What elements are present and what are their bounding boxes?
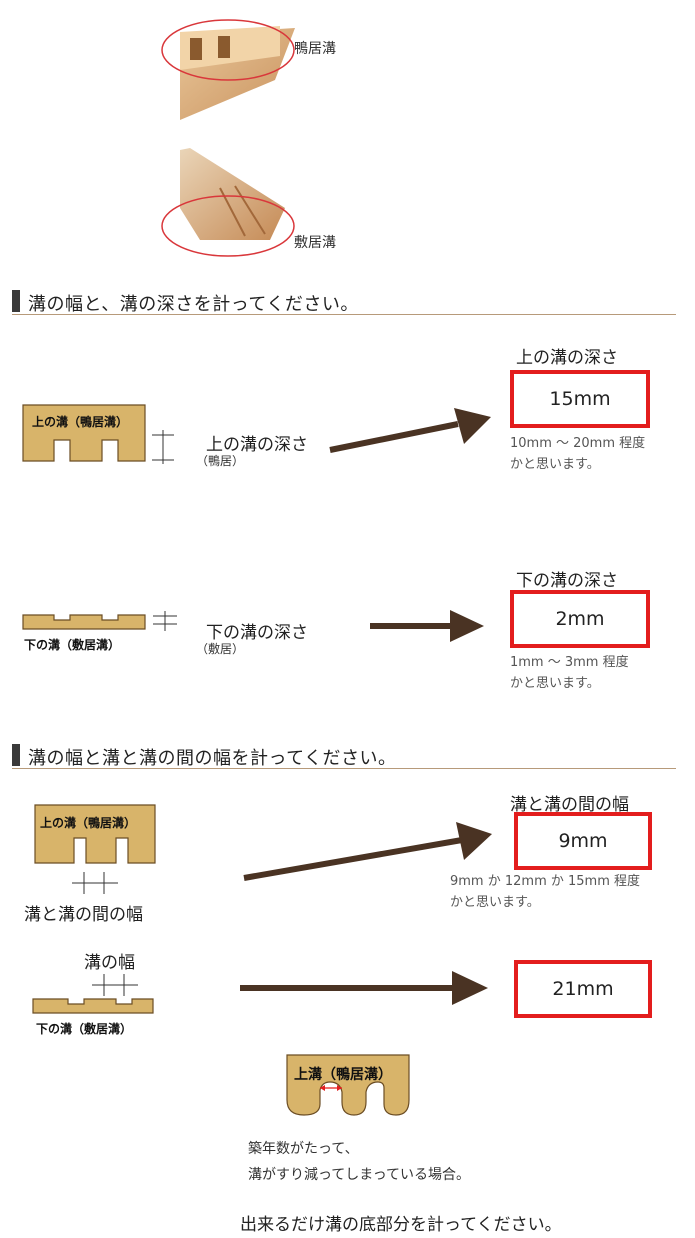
between-width-result-box: 9mm (514, 812, 652, 870)
worn-note: 築年数がたって、 溝がすり減ってしまっている場合。 (248, 1136, 470, 1188)
lower-result-heading: 下の溝の深さ (516, 571, 618, 591)
between-width-hint-line1: 9mm か 12mm か 15mm 程度 (450, 874, 640, 889)
lower-rail-photo-label: 敷居溝 (294, 235, 336, 251)
between-width-label: 溝と溝の間の幅 (24, 905, 143, 925)
upper-depth-result-value: 15mm (549, 388, 611, 410)
upper-depth-label: 上の溝の深さ (206, 435, 308, 455)
between-width-hint-line2: かと思います。 (450, 895, 540, 910)
between-groove-profile-label: 上の溝（鴨居溝） (40, 816, 137, 830)
upper-result-heading: 上の溝の深さ (516, 348, 618, 368)
between-width-arrow (243, 822, 492, 881)
groove-width-result-box: 21mm (514, 960, 652, 1018)
upper-groove-profile (22, 404, 146, 462)
lower-depth-hint-line2: かと思います。 (510, 676, 600, 691)
upper-rail-photo (161, 19, 295, 120)
upper-depth-marker (152, 430, 174, 464)
worn-instruction: 出来るだけ溝の底部分を計ってください。 (240, 1215, 562, 1235)
between-groove-profile (34, 804, 156, 864)
upper-rail-photo-label: 鴨居溝 (294, 41, 336, 57)
lower-groove-profile-label: 下の溝（敷居溝） (24, 638, 121, 652)
between-width-result-value: 9mm (558, 830, 608, 852)
worn-note-line2: 溝がすり減ってしまっている場合。 (248, 1167, 471, 1183)
lower-depth-sublabel: （敷居） (196, 642, 245, 656)
lower-depth-arrow (370, 610, 484, 642)
section2-rule (12, 768, 676, 769)
lower-groove-profile-2-label: 下の溝（敷居溝） (36, 1022, 133, 1036)
lower-groove-profile (22, 614, 146, 630)
worn-note-line1: 築年数がたって、 (248, 1141, 359, 1157)
section1-rule (12, 314, 676, 315)
section1-bar (12, 290, 20, 312)
upper-depth-hint-line1: 10mm ～ 20mm 程度 (510, 436, 646, 451)
upper-depth-hint: 10mm ～ 20mm 程度 かと思います。 (510, 433, 645, 475)
between-width-hint: 9mm か 12mm か 15mm 程度 かと思います。 (450, 871, 640, 913)
upper-depth-result-box: 15mm (510, 370, 650, 428)
upper-groove-profile-label: 上の溝（鴨居溝） (32, 415, 129, 429)
worn-groove-profile-label: 上溝（鴨居溝） (294, 1067, 392, 1083)
section2-bar (12, 744, 20, 766)
upper-depth-hint-line2: かと思います。 (510, 457, 600, 472)
lower-depth-hint-line1: 1mm ～ 3mm 程度 (510, 655, 629, 670)
lower-rail-photo (161, 148, 295, 257)
lower-depth-marker (153, 611, 177, 631)
lower-groove-profile-2 (32, 998, 154, 1014)
between-result-heading: 溝と溝の間の幅 (510, 795, 629, 815)
lower-depth-hint: 1mm ～ 3mm 程度 かと思います。 (510, 652, 629, 694)
upper-depth-sublabel: （鴨居） (196, 454, 245, 468)
groove-width-result-value: 21mm (552, 978, 614, 1000)
section2-title: 溝の幅と溝と溝の間の幅を計ってください。 (28, 748, 397, 769)
lower-depth-label: 下の溝の深さ (206, 623, 308, 643)
groove-width-label: 溝の幅 (84, 953, 135, 973)
worn-groove-profile (286, 1054, 410, 1116)
between-width-marker (72, 872, 118, 894)
section1-title: 溝の幅と、溝の深さを計ってください。 (28, 294, 359, 315)
upper-depth-arrow (329, 408, 491, 453)
groove-width-arrow (240, 971, 488, 1005)
groove-width-marker (92, 974, 138, 996)
lower-depth-result-box: 2mm (510, 590, 650, 648)
lower-depth-result-value: 2mm (555, 608, 605, 630)
